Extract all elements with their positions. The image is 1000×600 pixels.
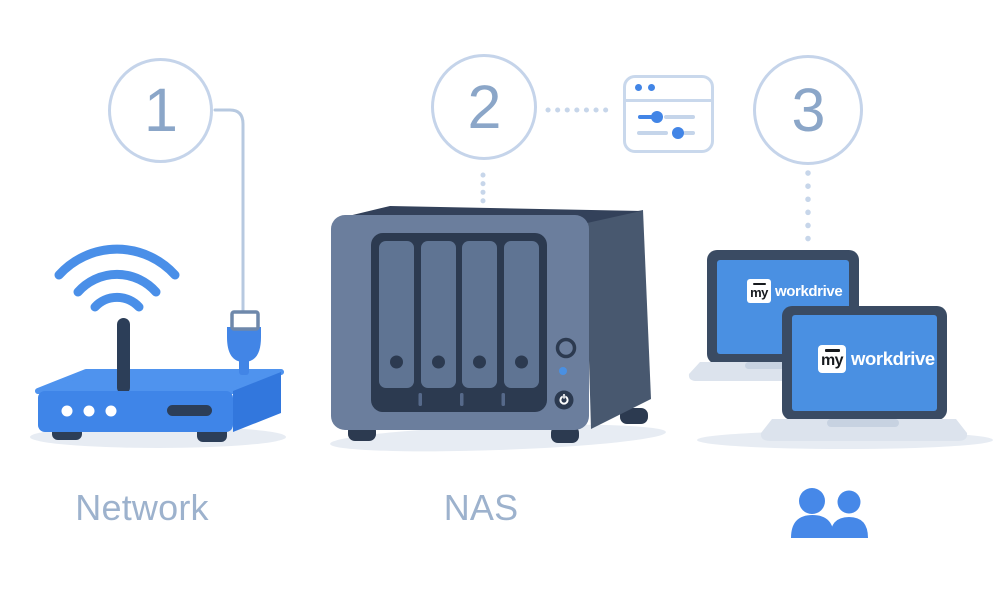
nas-status-button	[555, 337, 577, 359]
slider-1-track-empty	[664, 115, 695, 119]
user-1-body	[791, 515, 834, 538]
router-side-face	[233, 372, 281, 432]
window-dot-1	[635, 84, 642, 91]
slider-2-track-left	[637, 131, 668, 135]
laptop-front-base	[760, 419, 968, 441]
myworkdrive-logo-back: my workdrive	[747, 279, 843, 303]
client-laptops	[688, 250, 993, 449]
wifi-router-icon	[30, 244, 286, 448]
router-led-1	[61, 405, 73, 417]
power-button-base	[554, 390, 574, 410]
router-antenna	[117, 318, 130, 394]
slider-2-knob	[672, 127, 684, 139]
router-port-slot	[167, 405, 212, 416]
logo-suffix: workdrive	[775, 282, 843, 300]
step-2-number: 2	[467, 72, 502, 141]
power-plug-icon	[227, 310, 261, 375]
wifi-arc-middle	[73, 269, 161, 297]
nas-drive-bays	[379, 241, 539, 406]
drive-bay-1	[379, 241, 414, 388]
plug-connector-tip	[230, 310, 260, 331]
step-1-badge: 1	[108, 58, 213, 163]
bay-divider-tick-3	[501, 393, 505, 406]
network-label: Network	[75, 487, 209, 528]
drive-bay-4	[504, 241, 539, 388]
drive-bay-3	[462, 241, 497, 388]
step-3-badge: 3	[753, 55, 863, 165]
bay-1-lock	[390, 355, 403, 369]
step-3-number: 3	[791, 75, 826, 144]
nas-bay-panel	[371, 233, 547, 412]
settings-sliders-icon	[623, 75, 714, 153]
logo-folder-bar	[752, 282, 766, 286]
window-dot-2	[648, 84, 655, 91]
step-1-number: 1	[144, 76, 178, 144]
step-2-badge: 2	[431, 54, 537, 160]
settings-card-header	[626, 78, 711, 102]
wifi-signal-icon	[54, 244, 180, 312]
slider-1-track-filled	[638, 115, 658, 119]
nas-side-face	[585, 210, 651, 429]
logo-suffix: workdrive	[851, 348, 935, 369]
logo-folder-bar	[824, 349, 840, 352]
step1-connector-line	[213, 108, 245, 316]
drive-bay-2	[421, 241, 456, 388]
wifi-arc-inner	[90, 292, 144, 312]
router-front-face	[38, 391, 233, 432]
bay-3-lock	[473, 355, 486, 369]
nas-shadow	[330, 424, 666, 452]
nas-foot-right	[551, 426, 579, 443]
bay-divider-tick-2	[460, 393, 464, 406]
nas-status-led	[559, 367, 567, 375]
user-1-head	[799, 488, 825, 514]
laptop-front-icon	[760, 306, 968, 441]
user-2-head	[837, 490, 861, 514]
nas-label: NAS	[443, 487, 519, 528]
nas-foot-back	[620, 408, 648, 424]
slider-2-track-right	[683, 131, 695, 135]
user-2-body	[830, 517, 868, 538]
logo-prefix: my	[820, 352, 844, 369]
users-icon	[791, 488, 868, 538]
logo-prefix: my	[750, 285, 768, 301]
router-led-3	[105, 405, 117, 417]
laptop-front-trackpad-notch	[827, 419, 899, 427]
nas-power-button	[554, 390, 574, 410]
laptop-front-screen	[792, 315, 937, 411]
bay-4-lock	[515, 355, 528, 369]
plug-body	[227, 327, 261, 362]
myworkdrive-logo-front: my workdrive	[818, 345, 935, 373]
router-led-2	[83, 405, 95, 417]
logo-folder-icon: my	[747, 279, 771, 303]
logo-folder-icon: my	[818, 345, 846, 373]
bay-2-lock	[432, 355, 445, 369]
bay-divider-tick-1	[418, 393, 422, 406]
nas-icon	[330, 206, 666, 452]
slider-1-knob	[651, 111, 663, 123]
wifi-arc-outer	[54, 244, 180, 280]
